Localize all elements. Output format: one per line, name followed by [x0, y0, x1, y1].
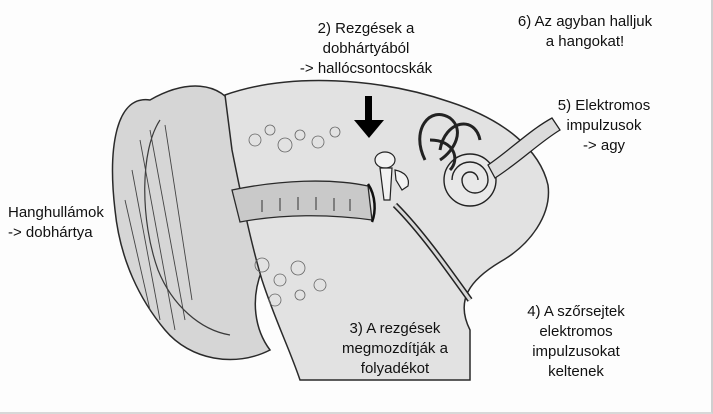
label-fluid-movement: 3) A rezgések megmozdítják a folyadékot [310, 319, 480, 379]
label-brain-hears: 6) Az agyban halljuk a hangokat! [490, 12, 680, 52]
label-step3-line-1: 3) A rezgések [310, 319, 480, 339]
label-hair-cells: 4) A szőrsejtek elektromos impulzusokat … [506, 302, 646, 382]
label-step5-line-1: 5) Elektromos [548, 96, 660, 116]
label-step4-line-1: 4) A szőrsejtek [506, 302, 646, 322]
cochlea [444, 154, 496, 206]
ear-canal [232, 181, 372, 222]
label-step4-line-2: elektromos [506, 322, 646, 342]
label-sound-waves-line-2: -> dobhártya [8, 223, 104, 243]
label-step2-line-2: dobhártyából [266, 39, 466, 59]
label-step2-line-3: -> hallócsontocskák [266, 59, 466, 79]
label-step2-line-1: 2) Rezgések a [266, 19, 466, 39]
label-sound-waves-line-1: Hanghullámok [8, 203, 104, 223]
label-electric-impulses: 5) Elektromos impulzusok -> agy [548, 96, 660, 156]
label-step5-line-3: -> agy [548, 136, 660, 156]
label-step6-line-1: 6) Az agyban halljuk [490, 12, 680, 32]
label-step6-line-2: a hangokat! [490, 32, 680, 52]
label-step4-line-3: impulzusokat [506, 342, 646, 362]
label-step3-line-3: folyadékot [310, 359, 480, 379]
label-vibrations-ossicles: 2) Rezgések a dobhártyából -> hallócsont… [266, 19, 466, 79]
label-step4-line-4: keltenek [506, 362, 646, 382]
label-step3-line-2: megmozdítják a [310, 339, 480, 359]
label-sound-waves: Hanghullámok -> dobhártya [8, 203, 104, 243]
label-step5-line-2: impulzusok [548, 116, 660, 136]
